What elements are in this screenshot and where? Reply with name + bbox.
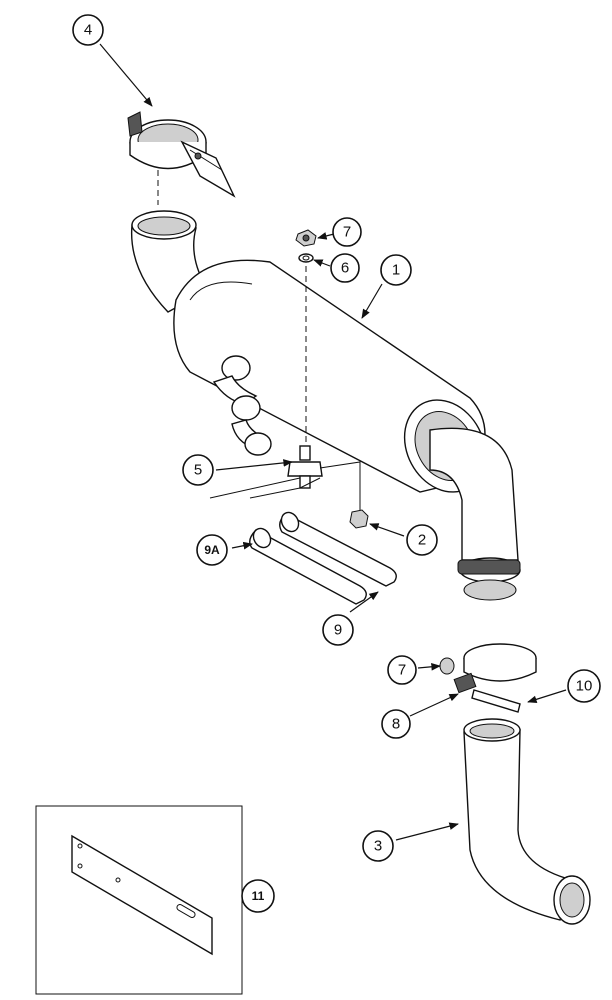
clamp-part [439,643,537,713]
callout-10: 10 [567,669,601,703]
spacer-tubes [249,511,397,605]
callout-label: 10 [576,678,593,695]
isolator-mount-part [287,445,323,489]
callout-label: 4 [84,22,92,39]
callout-label: 11 [252,889,265,903]
plate-inset-box [35,805,243,995]
leader-lines [99,43,567,841]
bolt-part [349,509,369,529]
callout-label: 6 [341,260,349,277]
callout-label: 9 [334,622,342,639]
callout-label: 2 [418,532,426,549]
callout-9: 9 [322,614,354,646]
callout-1: 1 [380,254,412,286]
callout-5: 5 [182,454,214,486]
callout-7-upper: 7 [332,217,362,247]
callout-7-lower: 7 [387,655,417,685]
callout-4: 4 [72,14,104,46]
callout-2: 2 [406,524,438,556]
callout-label: 5 [194,462,202,479]
callout-3: 3 [362,830,394,862]
callout-9a: 9A [196,534,228,566]
bracket-outline [209,461,361,510]
callout-6: 6 [330,253,360,283]
callout-label: 8 [392,716,400,733]
rain-cap-part [127,111,236,198]
callout-label: 1 [392,262,400,279]
callout-11: 11 [241,879,275,913]
callout-8: 8 [381,709,411,739]
nut-part [295,229,317,247]
muffler-inlet-stubs [212,355,272,456]
lower-elbow-pipe [463,718,591,925]
muffler-outlet-pipe [429,427,521,601]
callout-label: 3 [374,838,382,855]
callout-label: 7 [398,662,406,679]
callout-label: 9A [204,543,220,557]
callout-label: 7 [343,224,351,241]
washer-part [298,253,314,263]
